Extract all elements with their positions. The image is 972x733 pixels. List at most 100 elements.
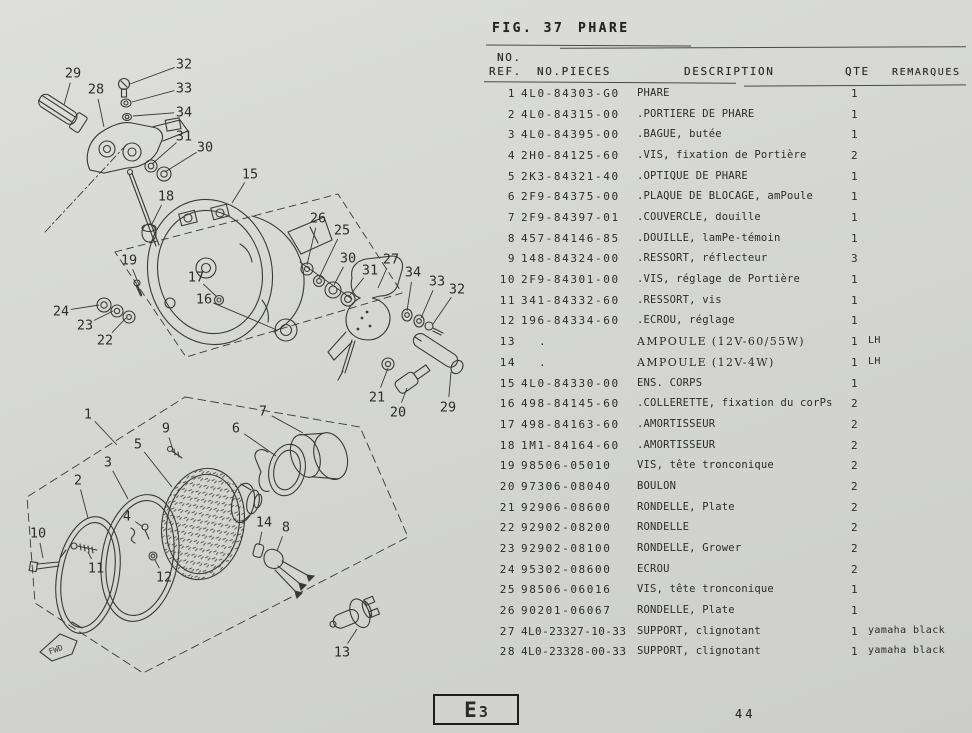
callout-number: 17 <box>188 270 204 286</box>
cell-description: RONDELLE, Grower <box>637 541 742 554</box>
callout-leader-line <box>406 281 412 312</box>
col-header-qty: QTE <box>845 65 870 78</box>
cell-part-no: 4L0-84330-00 <box>521 376 620 390</box>
callout-leader-line <box>151 142 177 165</box>
callout-leader-line <box>377 267 388 289</box>
callout-leader-line <box>333 266 344 286</box>
callout-leader-line <box>231 182 246 204</box>
cell-description: ENS. CORPS <box>637 376 703 389</box>
callout-number: 27 <box>383 252 399 268</box>
callout-leader-line <box>380 367 389 388</box>
cell-qty: 1 <box>850 231 860 245</box>
cell-description: SUPPORT, clignotant <box>637 624 761 637</box>
callout-leader-line <box>87 551 92 560</box>
bolt-29-shape <box>38 93 88 133</box>
cell-description: ECROU <box>637 562 670 575</box>
cell-description: .DOUILLE, lamPe-témoin <box>637 231 781 244</box>
cell-description: .AMORTISSEUR <box>637 417 716 430</box>
cell-ref-no: 17 <box>499 417 516 431</box>
callout-number: 20 <box>390 405 406 421</box>
cell-ref-no: 26 <box>499 604 516 617</box>
callout-number: 1 <box>84 407 92 423</box>
callout-leader-line <box>131 90 175 103</box>
callout-leader-line <box>164 151 197 173</box>
cell-qty: 2 <box>850 149 860 163</box>
cell-qty: 2 <box>850 541 860 555</box>
callout-leader-line <box>70 304 100 310</box>
cell-part-no: 498-84145-60 <box>521 397 620 411</box>
cell-ref-no: 13 <box>499 335 516 349</box>
section-code-sub: 3 <box>478 702 488 721</box>
cell-ref-no: 24 <box>499 562 516 576</box>
col-header-pieces: NO.PIECES <box>537 65 612 78</box>
callout-number: 7 <box>259 404 267 420</box>
headlight-body-shape <box>146 198 333 346</box>
cell-part-no: 2K3-84321-40 <box>521 169 620 183</box>
cell-ref-no: 25 <box>499 583 516 597</box>
cell-ref-no: 18 <box>499 438 516 452</box>
col-header-remarks: REMARQUES <box>892 67 961 78</box>
cell-ref-no: 23 <box>499 541 516 555</box>
cell-description: .OPTIQUE DE PHARE <box>637 169 748 182</box>
callout-number: 13 <box>334 645 350 661</box>
cell-description: AMPOULE (12V-60/55W) <box>637 335 805 349</box>
callout-number: 21 <box>369 390 385 406</box>
header-rule-left <box>483 81 737 84</box>
cell-qty: 2 <box>850 479 860 493</box>
callout-number: 34 <box>176 105 192 121</box>
cell-part-no: 2H0-84125-60 <box>521 149 620 163</box>
cell-qty: 1 <box>850 604 860 617</box>
cell-qty: 1 <box>850 190 860 204</box>
callout-number: 28 <box>88 82 104 98</box>
callout-number: 18 <box>158 189 174 205</box>
callout-leader-line <box>143 451 173 488</box>
callout-number: 31 <box>176 129 192 145</box>
cell-description: .COLLERETTE, fixation du corPs <box>637 397 833 410</box>
col-header-no: NO. <box>497 51 522 64</box>
cell-description: VIS, tête tronconique <box>637 459 774 472</box>
cell-qty: 2 <box>850 397 860 411</box>
cell-part-no: 196-84334-60 <box>521 314 620 328</box>
cell-qty: 1 <box>850 335 860 349</box>
callout-number: 19 <box>121 253 137 269</box>
cell-part-no: 2F9-84301-00 <box>521 273 620 287</box>
cell-part-no: . <box>539 335 548 349</box>
cell-description: .PLAQUE DE BLOCAGE, amPoule <box>637 190 814 203</box>
cell-description: .VIS, réglage de Portière <box>637 273 801 286</box>
cell-qty: 1 <box>850 169 860 183</box>
callout-leader-line <box>63 82 71 106</box>
cell-ref-no: 5 <box>507 169 516 183</box>
callout-number: 12 <box>156 570 172 586</box>
cell-part-no: 2F9-84375-00 <box>521 190 620 204</box>
callout-leader-line <box>349 277 365 296</box>
cell-remarks: LH <box>868 355 881 367</box>
cell-description: .PORTIERE DE PHARE <box>637 107 755 120</box>
callout-leader-line <box>80 489 89 519</box>
cell-qty: 1 <box>850 128 860 142</box>
cell-qty: 1 <box>850 376 860 390</box>
cell-part-no: 4L0-23328-00-33 <box>521 645 627 659</box>
cell-qty: 1 <box>850 624 860 638</box>
cell-ref-no: 4 <box>507 149 516 163</box>
cell-ref-no: 2 <box>507 107 516 121</box>
cell-ref-no: 21 <box>499 500 516 514</box>
callout-leader-line <box>132 112 175 117</box>
callout-leader-line <box>448 371 452 398</box>
callout-leader-line <box>420 289 434 319</box>
cell-qty: 1 <box>850 107 860 121</box>
cell-qty: 1 <box>850 211 860 225</box>
